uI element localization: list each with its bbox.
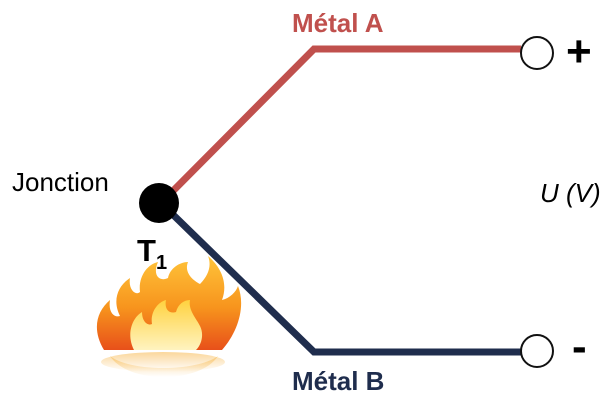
terminal-minus-icon <box>520 334 554 368</box>
metal-a-label: Métal A <box>292 8 384 38</box>
temperature-symbol: T <box>137 233 156 268</box>
metal-b-label: Métal B <box>292 366 385 396</box>
metal-a-wire <box>158 45 521 206</box>
junction-label: Jonction <box>12 167 109 197</box>
metal-b-wire <box>158 200 521 356</box>
voltage-label: U (V) <box>540 178 601 208</box>
plus-sign: + <box>566 27 592 76</box>
temperature-label: T1 <box>137 233 167 275</box>
flame-icon <box>96 256 242 377</box>
terminal-plus-icon <box>520 36 554 70</box>
minus-sign: - <box>572 322 587 371</box>
junction-dot <box>139 183 179 223</box>
temperature-subscript: 1 <box>155 252 168 274</box>
